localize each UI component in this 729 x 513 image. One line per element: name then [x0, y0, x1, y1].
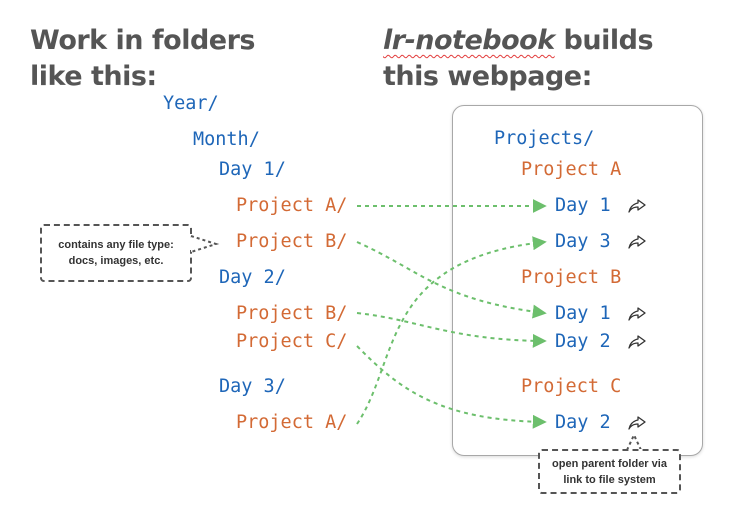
folder-day2-project-b: Project B/	[236, 303, 348, 324]
left-heading-line2: like this:	[30, 61, 157, 92]
arrow-day1-project-b	[356, 241, 547, 319]
folder-day1: Day 1/	[219, 159, 286, 180]
file-types-callout-line1: contains any file type:	[58, 239, 174, 251]
folder-year: Year/	[163, 93, 219, 114]
right-heading-line1: lr-notebook builds	[383, 23, 654, 59]
left-heading: Work in folders like this:	[30, 23, 256, 95]
left-heading-line1: Work in folders	[30, 25, 256, 56]
folder-day2-project-c: Project C/	[236, 331, 348, 352]
folder-day2: Day 2/	[219, 267, 286, 288]
right-heading: lr-notebook builds this webpage:	[383, 23, 654, 95]
share-arrow-icon[interactable]	[628, 335, 646, 349]
webpage-project-b-day2-link[interactable]: Day 2	[555, 331, 611, 352]
share-arrow-icon[interactable]	[628, 416, 646, 430]
arrow-day2-project-c	[356, 345, 547, 429]
webpage-project-b-day1-link[interactable]: Day 1	[555, 303, 611, 324]
arrow-day2-project-b	[356, 312, 547, 348]
share-arrow-icon[interactable]	[628, 199, 646, 213]
webpage-project-a-day1-link[interactable]: Day 1	[555, 195, 611, 216]
open-folder-callout: open parent folder via link to file syst…	[538, 449, 681, 494]
webpage-panel	[452, 105, 703, 456]
share-arrow-icon[interactable]	[628, 235, 646, 249]
webpage-project-a[interactable]: Project A	[521, 159, 622, 180]
folder-month: Month/	[193, 129, 260, 150]
open-folder-callout-line1: open parent folder via	[552, 458, 667, 470]
webpage-project-a-day3-link[interactable]: Day 3	[555, 231, 611, 252]
file-types-callout-line2: docs, images, etc.	[68, 255, 164, 267]
right-heading-line1-rest: builds	[554, 25, 654, 56]
right-heading-line2: this webpage:	[383, 61, 592, 92]
file-types-callout: contains any file type: docs, images, et…	[40, 224, 192, 282]
brand-name: lr-notebook	[383, 25, 555, 56]
webpage-root: Projects/	[494, 128, 595, 149]
folder-day1-project-a: Project A/	[236, 195, 348, 216]
folder-day1-project-b: Project B/	[236, 231, 348, 252]
folder-day3: Day 3/	[219, 376, 286, 397]
folder-day3-project-a: Project A/	[236, 412, 348, 433]
webpage-project-c-day2-link[interactable]: Day 2	[555, 412, 611, 433]
webpage-project-c[interactable]: Project C	[521, 376, 622, 397]
open-folder-callout-line2: link to file system	[563, 474, 656, 486]
share-arrow-icon[interactable]	[628, 307, 646, 321]
webpage-project-b[interactable]: Project B	[521, 267, 622, 288]
arrow-day3-project-a	[356, 236, 547, 425]
